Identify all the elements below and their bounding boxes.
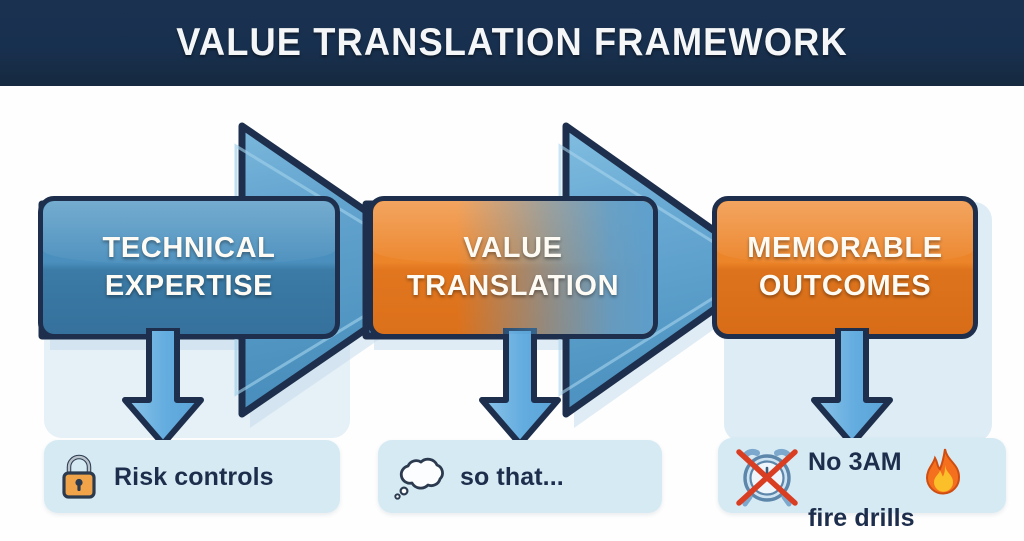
- stage2-line1: VALUE: [463, 232, 563, 265]
- stage2-line2: TRANSLATION: [406, 269, 620, 302]
- stage1-line1: TECHNICAL: [102, 232, 276, 265]
- stage-box-technical-expertise[interactable]: TECHNICAL EXPERTISE: [38, 196, 340, 339]
- stage1-line2: EXPERTISE: [104, 269, 274, 302]
- caption-chip-risk-controls-label: Risk controls: [114, 462, 274, 491]
- stage-box-memorable-outcomes[interactable]: MEMORABLE OUTCOMES: [712, 196, 978, 339]
- flame-icon: [921, 447, 965, 505]
- crossed-out-alarm-clock-icon: [732, 444, 802, 508]
- thought-bubble-icon: [392, 452, 450, 502]
- caption-chip-no-3am-fire-drills-label: No 3AM fire drills: [808, 420, 915, 532]
- page-title: VALUE TRANSLATION FRAMEWORK: [176, 21, 848, 64]
- stage-box-technical-expertise-label: TECHNICAL EXPERTISE: [93, 230, 286, 304]
- diagram-body: TECHNICAL EXPERTISE VALUE TRANSLATION ME…: [0, 86, 1024, 541]
- stage-box-memorable-outcomes-label: MEMORABLE OUTCOMES: [737, 230, 953, 304]
- caption-chip-risk-controls[interactable]: Risk controls: [44, 440, 340, 513]
- caption-chip-no-3am-fire-drills[interactable]: No 3AM fire drills: [718, 438, 1006, 532]
- down-arrow-3: [802, 328, 902, 450]
- caption3-line2: fire drills: [808, 503, 915, 532]
- stage-box-value-translation-label: VALUE TRANSLATION: [397, 230, 629, 304]
- stage3-line2: OUTCOMES: [758, 269, 932, 302]
- caption-chip-so-that[interactable]: so that...: [378, 440, 662, 513]
- page-header: VALUE TRANSLATION FRAMEWORK: [0, 0, 1024, 86]
- caption-chip-so-that-label: so that...: [460, 462, 564, 491]
- stage3-line1: MEMORABLE: [747, 232, 943, 265]
- stage-box-value-translation[interactable]: VALUE TRANSLATION: [368, 196, 658, 339]
- down-arrow-1: [113, 328, 213, 450]
- caption3-line1: No 3AM: [808, 447, 902, 476]
- padlock-icon: [58, 453, 100, 501]
- down-arrow-2: [470, 328, 570, 450]
